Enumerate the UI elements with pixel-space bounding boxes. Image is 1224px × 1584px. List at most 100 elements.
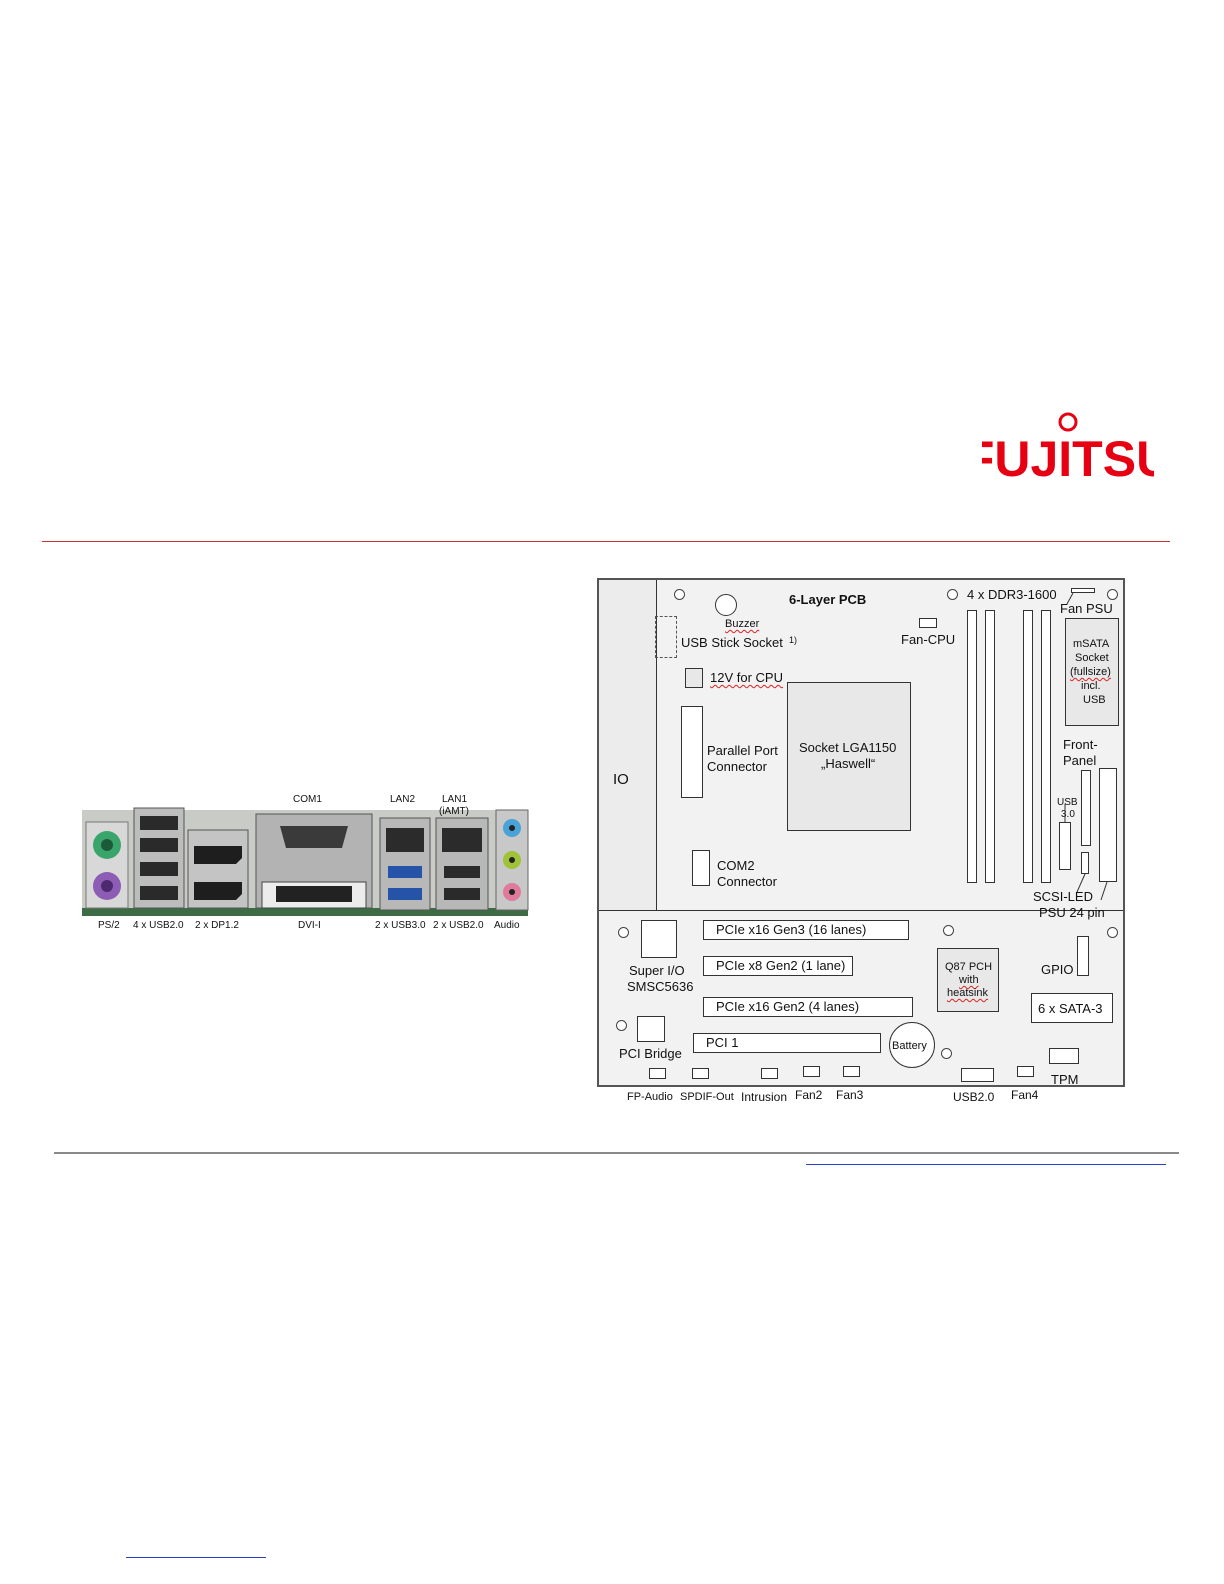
label-usb20-4: 4 x USB2.0: [133, 920, 184, 931]
leader-lines: [1064, 592, 1108, 901]
pcie-slot-2: PCIe x8 Gen2 (1 lane): [703, 956, 853, 976]
gpio-label: GPIO: [1041, 962, 1074, 977]
usb30-line2: 3.0: [1061, 809, 1075, 820]
pch-line3: heatsink: [947, 987, 988, 999]
msata-socket: [1065, 618, 1119, 726]
dimm-slot: [1023, 610, 1033, 883]
footer-rule: [54, 1152, 1179, 1154]
fp-audio-header: [649, 1068, 666, 1079]
super-io-chip: [641, 920, 677, 958]
usb-stick-note: 1): [789, 635, 798, 645]
label-dp: 2 x DP1.2: [195, 920, 239, 931]
msata-line1: mSATA: [1073, 638, 1110, 650]
psu-24pin-connector: [1099, 768, 1117, 882]
ddr-label: 4 x DDR3-1600: [967, 587, 1057, 602]
pci-bridge-chip: [637, 1016, 665, 1042]
pch-chip: [937, 948, 999, 1012]
front-panel-line1: Front-: [1063, 737, 1098, 752]
mount-hole: [618, 927, 629, 938]
super-io-line2: SMSC5636: [627, 979, 694, 994]
parallel-line1: Parallel Port: [707, 743, 778, 758]
fp-audio-label: FP-Audio: [627, 1091, 673, 1103]
socket-line2: „Haswell“: [821, 756, 876, 771]
mount-hole: [947, 589, 958, 600]
psu24-label: PSU 24 pin: [1039, 905, 1105, 920]
gpio-header: [1077, 936, 1089, 976]
buzzer-icon: [715, 594, 737, 616]
fan-cpu-label: Fan-CPU: [901, 632, 956, 647]
fan4-header: [1017, 1066, 1034, 1077]
mount-hole: [1107, 927, 1118, 938]
io-divider: [599, 910, 1123, 911]
dimm-slot: [1041, 610, 1051, 883]
fujitsu-logo: FUJITSU: [982, 412, 1154, 487]
header-rule: [42, 541, 1170, 542]
fan4-label: Fan4: [1011, 1088, 1039, 1102]
fan-cpu-header: [919, 618, 937, 628]
link-underline[interactable]: [126, 1557, 266, 1558]
label-ps2: PS/2: [98, 920, 120, 931]
label-usb30: 2 x USB3.0: [375, 920, 426, 931]
usb20-header: [961, 1068, 994, 1082]
front-panel-header: [1081, 770, 1091, 846]
usb-stick-socket: [655, 616, 677, 658]
super-io-line1: Super I/O: [629, 963, 685, 978]
scsi-led-label: SCSI-LED: [1033, 889, 1093, 904]
com2-line1: COM2: [717, 858, 755, 873]
msata-line3: (fullsize): [1070, 666, 1111, 678]
scsi-led-header: [1081, 852, 1089, 874]
label-lan1: LAN1: [442, 794, 468, 805]
battery-label: Battery: [892, 1040, 927, 1052]
sata-connectors: [1031, 993, 1113, 1023]
io-region: [599, 580, 657, 911]
tpm-label: TPM: [1051, 1072, 1079, 1087]
sata-label: 6 x SATA-3: [1038, 1001, 1103, 1016]
msata-line5: USB: [1083, 694, 1106, 706]
spdif-header: [692, 1068, 709, 1079]
msata-line4: incl.: [1081, 680, 1101, 692]
buzzer-label: Buzzer: [725, 618, 760, 630]
fan-psu-label: Fan PSU: [1060, 601, 1113, 616]
socket-line1: Socket LGA1150: [799, 740, 897, 755]
label-dvi: DVI-I: [298, 920, 321, 931]
usb30-line1: USB: [1057, 797, 1078, 808]
pcie-slot-1-label: PCIe x16 Gen3 (16 lanes): [716, 922, 867, 937]
pch-line2: with: [959, 974, 979, 986]
usb30-header: [1059, 822, 1071, 870]
mount-hole: [674, 589, 685, 600]
battery-icon: [889, 1022, 935, 1068]
intrusion-label: Intrusion: [741, 1090, 788, 1104]
pcie-slot-1: PCIe x16 Gen3 (16 lanes): [703, 920, 909, 940]
mount-hole: [616, 1020, 627, 1031]
link-underline[interactable]: [806, 1164, 1166, 1165]
io-panel-figure: COM1 LAN2 LAN1 (iAMT) PS/2 4 x USB2.0 2 …: [80, 790, 540, 940]
fan-psu-header: [1071, 588, 1095, 593]
dimm-slot: [967, 610, 977, 883]
label-lan2: LAN2: [390, 794, 416, 805]
front-panel-line2: Panel: [1063, 753, 1097, 768]
pci-slot-1-label: PCI 1: [706, 1035, 739, 1050]
mount-hole: [1107, 589, 1118, 600]
parallel-line2: Connector: [707, 759, 767, 774]
fan2-header: [803, 1066, 820, 1077]
logo-text: FUJITSU: [982, 431, 1154, 487]
fan2-label: Fan2: [795, 1088, 823, 1102]
label-usb20-2: 2 x USB2.0: [433, 920, 484, 931]
pci-bridge-label: PCI Bridge: [619, 1046, 682, 1061]
label-lan1-iamt: (iAMT): [439, 806, 469, 817]
spdif-label: SPDIF-Out: [680, 1091, 734, 1103]
parallel-port-connector: [681, 706, 703, 798]
dimm-slot: [985, 610, 995, 883]
pcie-slot-2-label: PCIe x8 Gen2 (1 lane): [716, 958, 846, 973]
io-label: IO: [613, 771, 629, 788]
board-layout-diagram: IO 6-Layer PCB Buzzer USB Stick Socket 1…: [597, 578, 1125, 1087]
fan3-label: Fan3: [836, 1088, 864, 1102]
pcie-slot-3: PCIe x16 Gen2 (4 lanes): [703, 997, 913, 1017]
cpu-12v-label: 12V for CPU: [710, 670, 783, 685]
usb20-label: USB2.0: [953, 1090, 995, 1104]
label-audio: Audio: [494, 920, 520, 931]
pch-line1: Q87 PCH: [945, 961, 993, 973]
pci-slot-1: PCI 1: [693, 1033, 881, 1053]
usb-stick-label: USB Stick Socket: [681, 635, 783, 650]
cpu-12v-connector: [685, 668, 703, 688]
